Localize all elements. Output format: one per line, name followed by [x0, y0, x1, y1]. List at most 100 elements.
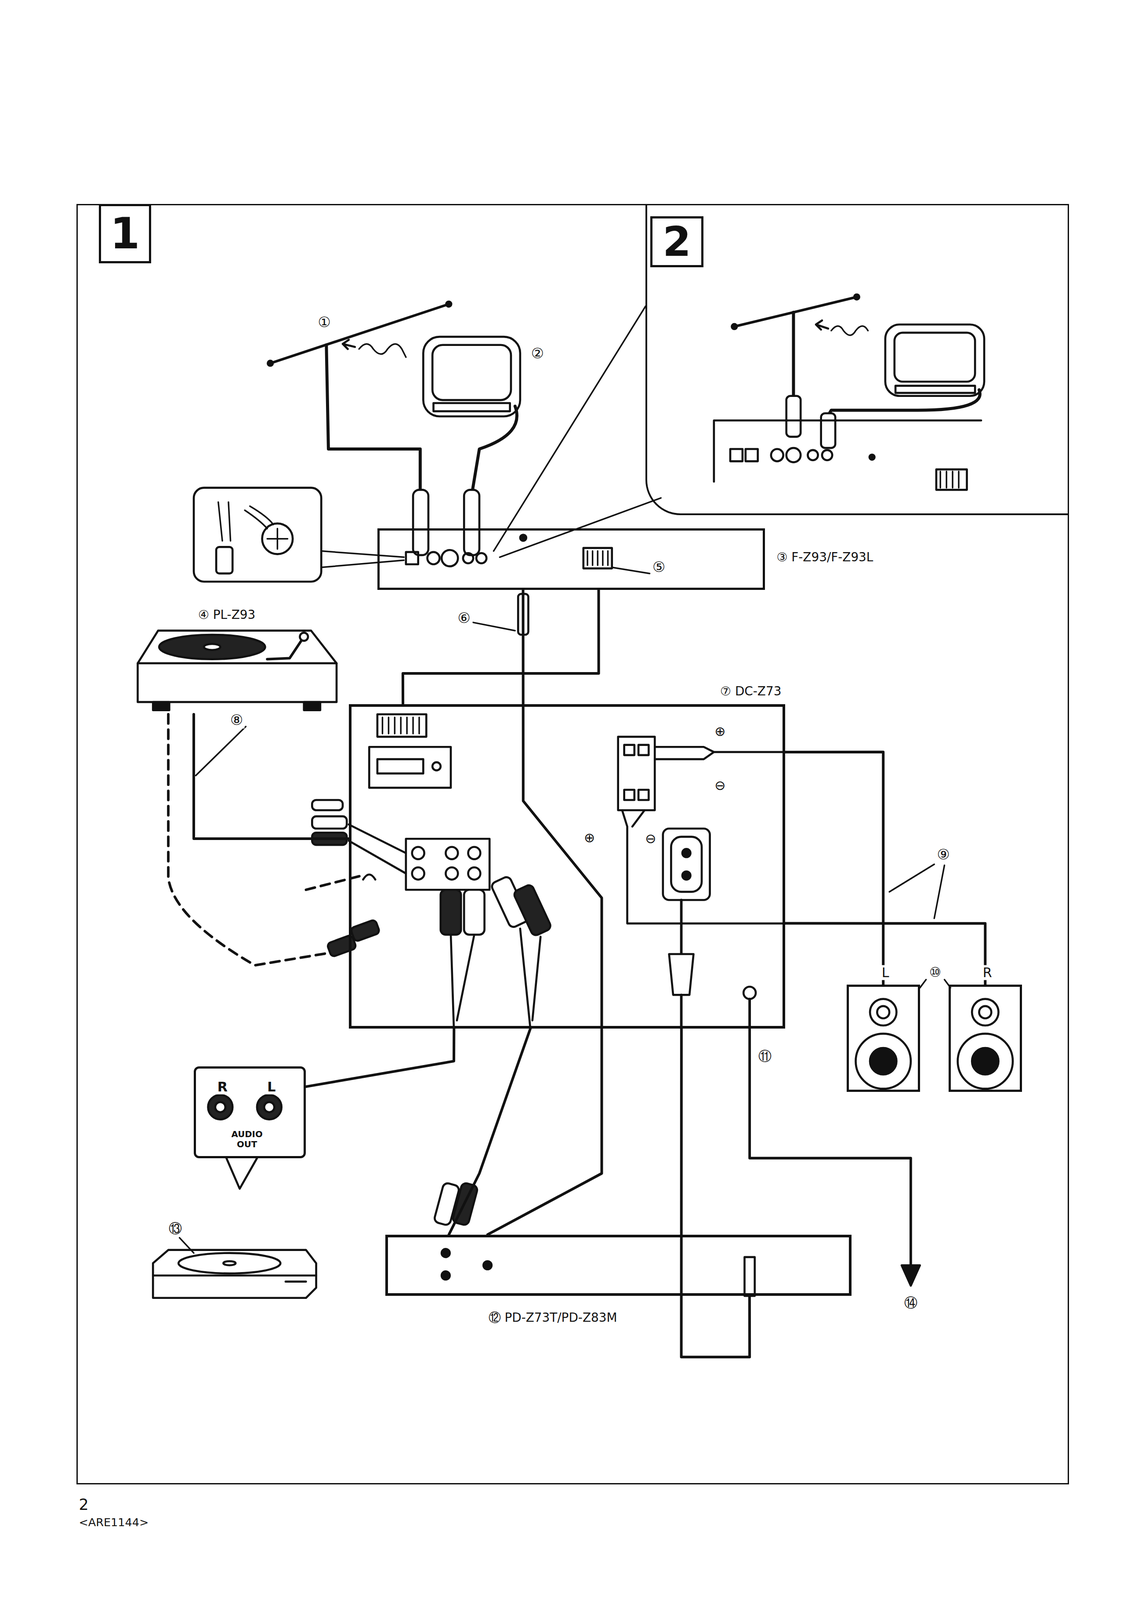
- tape-deck-jacks: [483, 1260, 492, 1269]
- callout-number: ⑥: [456, 609, 472, 627]
- polarity-sign: ⊕: [713, 723, 727, 740]
- tape-deck-jacks: [744, 1256, 755, 1296]
- page-number: 2: [77, 1495, 90, 1513]
- panel-2-antennas: [815, 320, 829, 330]
- speaker-drivers: [869, 998, 897, 1026]
- node-label: 1: [98, 203, 151, 264]
- cd-player: [152, 1094, 316, 1298]
- node-label: R: [981, 964, 994, 980]
- callout-number: ⑭: [902, 1294, 919, 1311]
- turntable: [299, 632, 309, 641]
- tuner-terminals: [405, 306, 661, 635]
- am-loop-antenna: [472, 405, 518, 492]
- tuner-terminals: [583, 547, 613, 569]
- amplifier-rear-panel: [512, 883, 552, 937]
- amplifier-rear-panel: [682, 848, 691, 857]
- node-label: ⑫ PD-Z73T/PD-Z83M: [487, 1310, 619, 1325]
- cable: [487, 589, 602, 1235]
- fm-antenna: [358, 343, 406, 357]
- panel-2-antennas: [940, 471, 959, 488]
- audio-out-panel: RLAUDIO OUT: [193, 1065, 306, 1158]
- fm-antenna: [342, 339, 356, 349]
- tape-deck-jacks: [441, 1248, 450, 1257]
- panel-2-antennas: [713, 294, 985, 490]
- amplifier-rear-panel: [348, 824, 406, 874]
- terminal-inset: [218, 501, 231, 541]
- amplifier-rear-panel: [663, 828, 711, 900]
- turntable: [137, 630, 337, 664]
- diagram-frame: 12③ F-Z93/F-Z93L④ PL-Z93⑦ DC-Z73LRRLAUDI…: [76, 203, 1070, 1484]
- amplifier-rear-panel: [369, 746, 451, 788]
- turntable: [304, 701, 321, 711]
- amplifier-rear-panel: [463, 889, 485, 935]
- speaker-drivers: [978, 1005, 992, 1019]
- fm-antenna: [446, 301, 452, 307]
- fm-antenna: [413, 489, 429, 555]
- tuner-terminals: [427, 551, 440, 565]
- panel-2-antennas: [730, 448, 743, 461]
- ground-wire: [350, 919, 381, 942]
- panel-2-antennas: [854, 294, 860, 300]
- polarity-sign: ⊖: [643, 830, 658, 847]
- cd-player: [152, 1249, 316, 1298]
- turntable: [203, 643, 221, 650]
- polarity-sign: ⊕: [582, 829, 597, 845]
- callout-number: ⑬: [167, 1220, 184, 1236]
- amplifier-rear-panel: [467, 846, 481, 859]
- am-loop-antenna: [433, 402, 511, 412]
- amplifier-rear-panel: [432, 761, 441, 771]
- tuner-terminals: [476, 552, 487, 563]
- amplifier-rear-panel: [638, 744, 649, 755]
- tuner-terminals: [493, 306, 661, 558]
- tuner-terminals: [441, 549, 458, 566]
- amplifier-rear-panel: [311, 815, 347, 829]
- ground-wire: [362, 873, 376, 880]
- amplifier-rear-panel: [520, 927, 541, 1028]
- am-loop-antenna: [423, 336, 521, 417]
- fm-antenna: [270, 304, 449, 364]
- am-loop-antenna: [432, 344, 511, 400]
- cd-player: [223, 1260, 236, 1265]
- ground-wire: [168, 713, 381, 965]
- panel-2-antennas: [831, 326, 869, 336]
- leader-lines: [195, 726, 247, 776]
- callout-number: ⑤: [651, 558, 667, 576]
- panel-2-antennas: [869, 454, 875, 460]
- amplifier-rear-panel: [622, 809, 786, 924]
- amplifier-rear-panel: [377, 713, 427, 737]
- speaker-drivers: [971, 998, 999, 1026]
- amplifier-rear-panel: [450, 934, 475, 1029]
- amplifier-box: ⑦ DC-Z73: [348, 703, 786, 1029]
- panel-2-antennas: [771, 448, 784, 461]
- node-label: L: [265, 1078, 277, 1095]
- amplifier-rear-panel: [624, 789, 635, 800]
- cable: [449, 1028, 531, 1235]
- callout-number: ⑨: [935, 846, 952, 863]
- node-label: L: [880, 964, 891, 980]
- amplifier-rear-panel: [680, 899, 683, 954]
- tuner-terminals: [587, 550, 608, 566]
- amplifier-rear-panel: [445, 846, 458, 859]
- panel-2-antennas: [936, 469, 968, 490]
- speaker-drivers: [869, 1047, 897, 1074]
- speaker-drivers: [855, 1033, 911, 1089]
- fm-antenna: [267, 360, 273, 367]
- panel-2-antennas: [807, 449, 818, 461]
- turntable: [267, 636, 305, 660]
- amplifier-rear-panel: [445, 866, 458, 880]
- amplifier-rear-panel: [682, 870, 691, 880]
- terminal-inset: [193, 487, 404, 582]
- detail-panel: 2: [645, 203, 1069, 515]
- node-label: 2: [650, 216, 704, 268]
- amplifier-rear-panel: [440, 889, 461, 935]
- amplifier-rear-panel: [311, 799, 343, 810]
- cable: [402, 589, 599, 704]
- speaker-drivers: [855, 998, 1013, 1089]
- cd-player: [257, 1094, 282, 1120]
- amplifier-rear-panel: [670, 836, 702, 892]
- leader-lines: [889, 863, 945, 918]
- tuner-terminals: [463, 552, 474, 563]
- ground-wire: [326, 934, 357, 957]
- cable: [681, 1028, 751, 1357]
- cable: [785, 923, 986, 985]
